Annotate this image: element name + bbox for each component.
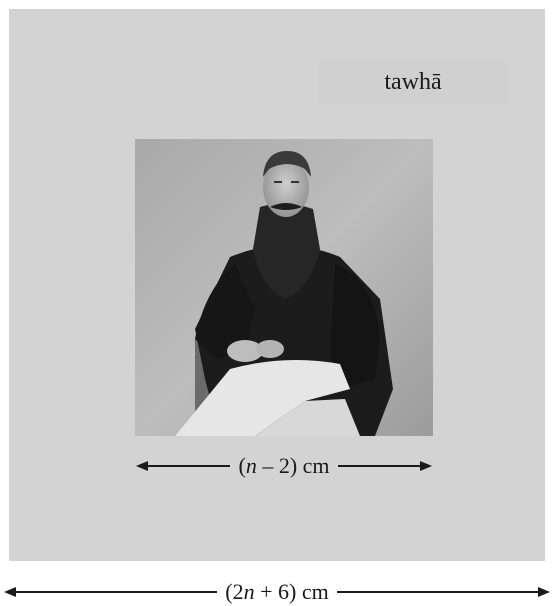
- dimension-line: [337, 465, 420, 467]
- inner-width-dimension: (n – 2) cm: [136, 452, 432, 480]
- dimension-line: [148, 465, 231, 467]
- dimension-line: [16, 591, 218, 593]
- outer-width-label: (2n + 6) cm: [225, 579, 329, 604]
- left-arrow-icon: [4, 587, 16, 597]
- word-label: tawhā: [318, 60, 508, 104]
- dimension-line: [336, 591, 539, 593]
- left-arrow-icon: [136, 461, 148, 471]
- inner-width-label: (n – 2) cm: [238, 453, 330, 478]
- right-arrow-icon: [538, 587, 551, 597]
- outer-width-dimension: (2n + 6) cm: [4, 578, 551, 606]
- right-arrow-icon: [420, 461, 432, 471]
- portrait-photo: [135, 139, 433, 436]
- word-label-text: tawhā: [384, 68, 442, 95]
